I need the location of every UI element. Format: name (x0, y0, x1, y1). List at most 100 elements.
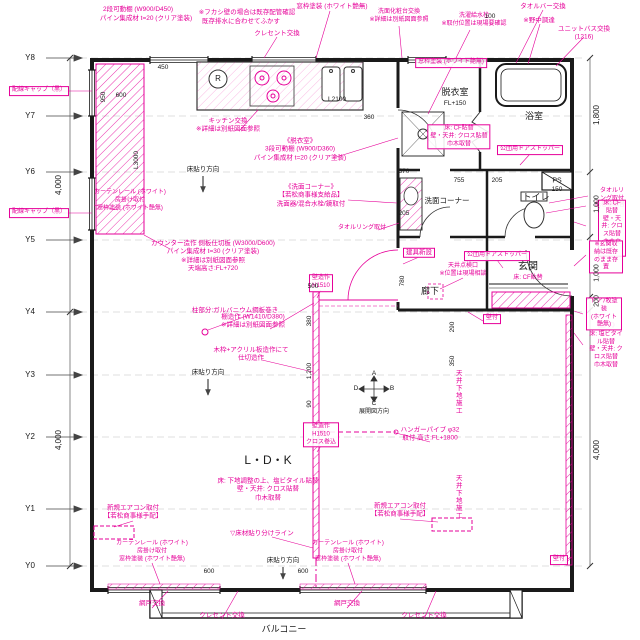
annotation-label: 床貼り方向 (186, 165, 220, 173)
dim: 350 (448, 355, 456, 367)
fridge-marker: R (215, 73, 221, 83)
room-label-bathroom: 浴室 (524, 111, 544, 122)
annotation-label: 新規エアコン取付 【若松商事様手配】 (370, 502, 430, 518)
room-label-ps: PS (552, 177, 562, 185)
annotation-label: クレセント交換 (254, 29, 300, 37)
annotation-label: タオルリング取付 (599, 188, 624, 202)
annotation-label: カーテンレール (ホワイト) 房掛け取付 窓枠塗装 (ホワイト艶無) (94, 189, 166, 211)
annotation-label: 床: CF貼替 (513, 275, 543, 282)
compass-letter-c: C (371, 399, 377, 407)
toilet-icon (520, 191, 548, 229)
dim: 100 (484, 12, 496, 20)
ceiling-strip (565, 314, 573, 566)
dim: 90 (305, 400, 313, 408)
compass-letter-d: D (353, 384, 359, 392)
grid-label-y4: Y4 (25, 306, 35, 316)
dim: 205 (491, 176, 503, 184)
annotation-label: 壁造作 H1510 クロス巻込 (302, 422, 340, 448)
annotation-label: ドア7枚塗装 (ホワイト艶無) (586, 297, 622, 331)
annotation-label: パイン集成材 t=20 (クリア塗装) (99, 14, 193, 22)
grid-label-y1: Y1 (25, 503, 35, 513)
annotation-label: ※フカシ壁の場合は既存配管確認 (198, 8, 296, 16)
annotation-label: タオルリング取付 (337, 225, 387, 232)
dim: 780 (398, 275, 406, 287)
dim: 570 (398, 167, 410, 175)
annotation-label: FL+150 (443, 99, 467, 107)
dim: 755 (453, 176, 465, 184)
dim: 600 (297, 567, 309, 575)
annotation-label: 既存排水に合わせてふかす (202, 17, 280, 25)
room-label-dressing-room: 脱衣室 (441, 87, 469, 98)
grid-label-y7: Y7 (25, 110, 35, 120)
room-label-vanity-corner: 洗面コーナー (424, 196, 470, 206)
annotation-label: 壁造作 H1510 (308, 274, 334, 292)
dim: 380 (305, 315, 313, 327)
dim: L2100 (327, 95, 347, 103)
annotation-label: 新規エアコン取付 【若松商事様手配】 (103, 504, 163, 520)
annotation-label: カウンター造作 側板仕切板 (W3000/D600) パイン集成材 t=30 (… (151, 240, 275, 273)
dim: 500 (307, 282, 319, 290)
annotation-label: ▽床材貼り分けライン (230, 529, 294, 537)
stove-icon (249, 65, 295, 107)
dim: 1,200 (305, 362, 313, 380)
dim: L3000 (132, 150, 140, 170)
grid-label-y0: Y0 (25, 560, 35, 570)
dim: 4,000 (53, 429, 63, 451)
annotation-label: ユニットバス交換 (1216) (558, 25, 610, 41)
balcony (149, 589, 523, 619)
annotation-label: 天井下地施工 (454, 474, 462, 520)
entrance-storage (491, 291, 571, 309)
bathtub-icon (495, 63, 567, 107)
annotation-label: カーテンレール (ホワイト) 房掛け取付 窓枠塗装 (ホワイト艶無) (312, 540, 384, 562)
column-marker (201, 328, 209, 336)
annotation-label: 天井下地施工 (454, 369, 462, 415)
annotation-label: クレセント交換 (401, 611, 447, 619)
grid-label-y8: Y8 (25, 52, 35, 62)
room-label-hallway: 廊下 (420, 286, 440, 297)
annotation-label: キッチン交換 ※詳細は別紙図面参照 (196, 117, 260, 133)
annotation-label: 柱部分:ガルバニウム鋼板巻き (191, 306, 279, 314)
dim: 1,000 (593, 264, 601, 282)
annotation-label: 天井点検口 ※位置は現場相談 (439, 263, 487, 277)
new-fitting-door (347, 249, 399, 301)
annotation-label: 配線キャップ（黒） (8, 86, 70, 96)
dim: 4,000 (591, 439, 601, 461)
room-label-balcony: バルコニー (261, 624, 307, 635)
grid-label-y6: Y6 (25, 166, 35, 176)
annotation-label: 紙巻器取替 (595, 202, 626, 209)
kitchen-unit (196, 61, 364, 111)
annotation-label: 床: CF貼替 壁・天井: クロス貼替 巾木交換 (598, 199, 626, 257)
dim: 205 (398, 209, 410, 217)
grid-arrows (46, 54, 84, 570)
washbasin-icon (399, 177, 423, 231)
dim: 360 (363, 113, 375, 121)
new-aircon-left (93, 525, 135, 540)
grid-label-y3: Y3 (25, 369, 35, 379)
annotation-label: 《洗面コーナー》 【若松商事様支給品】 洗面器/混合水栓/鏡取付 (276, 183, 346, 208)
dim: 600 (115, 91, 127, 99)
annotation-label: 洗濯給水栓 ※取付位置は現場要確認 (441, 13, 507, 27)
annotation-label: クレセント交換 (199, 611, 245, 619)
annotation-label: 配線キャップ（黒） (8, 208, 70, 218)
grid-label-y2: Y2 (25, 431, 35, 441)
fridge-circle (208, 69, 228, 89)
annotation-label: 床貼り方向 (266, 556, 300, 564)
annotation-label: 公団用ドアストッパー (463, 251, 531, 261)
annotation-label: ※玄関収納は既存 のまま存置 (589, 240, 623, 274)
dim: 4,000 (53, 174, 63, 196)
dim: 1,000 (593, 195, 601, 213)
sink-icon (321, 66, 363, 102)
annotation-label: 床: CF貼替 壁・天井: クロス貼替 巾木取替 (427, 124, 491, 150)
annotation-label: 窓枠塗装 (ホワイト艶無) (415, 58, 487, 68)
annotation-label: 公団用ドアストッパー (496, 145, 564, 155)
grid-label-y5: Y5 (25, 234, 35, 244)
dim: 600 (203, 567, 215, 575)
annotation-label: 棚造作 (W1410/D380) ※詳細は別紙図面参照 (221, 313, 285, 329)
annotation-label: 壁付 (549, 555, 569, 565)
dim: 1,800 (591, 104, 601, 126)
dim: 950 (99, 91, 107, 103)
room-label-entrance: 玄関 (518, 261, 538, 273)
